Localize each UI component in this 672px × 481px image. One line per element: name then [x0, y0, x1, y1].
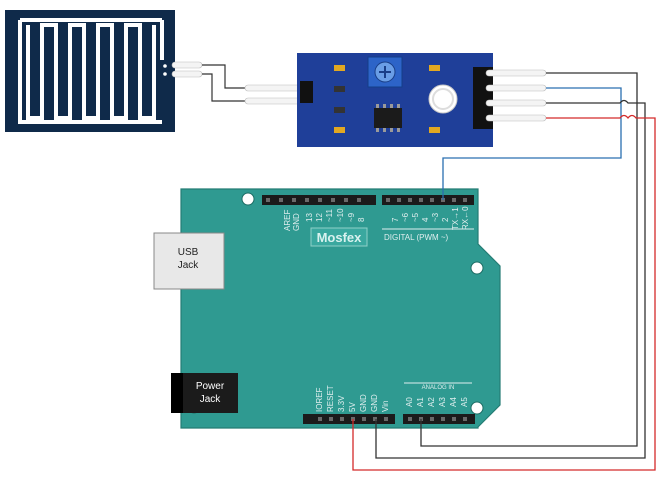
pin-label-vin: Vin — [381, 401, 390, 412]
pin-label-3: ~3 — [431, 212, 440, 222]
power-pin-labels: IOREF RESET 3.3V 5V GND GND Vin — [315, 385, 390, 412]
module-mount-hole-ring — [432, 88, 454, 110]
pin-label-4: 4 — [421, 217, 430, 222]
arduino-board: AREF GND 13 12 ~11 ~10 ~9 8 7 ~6 ~5 4 ~3… — [153, 188, 501, 429]
module-output-pin-3 — [485, 99, 547, 107]
pin-label-a2: A2 — [427, 397, 436, 407]
rain-pad-contact-1 — [163, 64, 167, 68]
wire-pad-to-module-2 — [202, 73, 245, 102]
wire-pad-to-module-1 — [202, 64, 245, 89]
pin-label-rx: RX←0 — [461, 206, 470, 230]
arduino-mount-hole — [470, 401, 484, 415]
module-output-pin-1 — [485, 69, 547, 77]
potentiometer-slot — [379, 66, 391, 78]
digital-header-right — [382, 195, 474, 205]
sensor-module — [244, 53, 547, 147]
pin-label-12: 12 — [315, 213, 324, 222]
usb-jack — [153, 232, 225, 290]
power-jack-label: Power — [196, 381, 225, 392]
ic-pins — [376, 104, 400, 132]
analog-header — [403, 414, 475, 424]
pin-label-2: 2 — [441, 217, 450, 222]
module-resistor — [334, 107, 345, 113]
module-resistor — [334, 65, 345, 71]
pin-label-11: ~11 — [325, 208, 334, 222]
digital-header-left-holes — [266, 198, 361, 202]
module-resistor — [334, 127, 345, 133]
pin-label-a3: A3 — [438, 397, 447, 407]
rain-pad-traces — [18, 18, 164, 124]
arduino-pcb — [180, 188, 501, 429]
watermark-box — [310, 227, 368, 247]
pin-label-aref: AREF — [283, 210, 292, 231]
watermark-text: Mosfex — [317, 230, 363, 245]
pin-label-8: 8 — [357, 217, 366, 222]
arduino-mount-hole — [470, 261, 484, 275]
pin-label-gnd: GND — [292, 213, 301, 231]
pin-label-5: ~5 — [411, 212, 420, 222]
module-input-header — [300, 81, 313, 103]
module-input-pin-1 — [244, 84, 304, 92]
wire-vcc-to-5v — [352, 114, 656, 471]
usb-jack-label: Jack — [178, 260, 200, 271]
pin-label-ioref: IOREF — [315, 387, 324, 412]
module-output-pin-4 — [485, 114, 547, 122]
pin-label-a0: A0 — [405, 397, 414, 407]
pin-label-3v3: 3.3V — [337, 395, 346, 412]
digital-label: DIGITAL (PWM ~) — [384, 233, 449, 242]
top-left-pin-labels: AREF GND 13 12 ~11 ~10 ~9 8 — [283, 208, 366, 231]
analog-pin-labels: A0 A1 A2 A3 A4 A5 — [405, 397, 469, 407]
pin-label-gnd: GND — [359, 394, 368, 412]
wire-gnd-to-gnd — [375, 99, 646, 459]
comparator-ic — [374, 108, 402, 128]
module-output-pin-2 — [485, 84, 547, 92]
top-right-pin-labels: 7 ~6 ~5 4 ~3 2 TX→1 RX←0 — [391, 206, 470, 230]
wire-a0-to-analog — [420, 72, 638, 447]
power-header — [303, 414, 395, 424]
pin-label-7: 7 — [391, 217, 400, 222]
pin-label-tx: TX→1 — [451, 207, 460, 230]
power-jack-label: Jack — [200, 394, 222, 405]
module-output-header — [473, 67, 493, 129]
pin-label-13: 13 — [305, 213, 314, 222]
pin-label-a5: A5 — [460, 397, 469, 407]
arduino-mount-hole — [241, 192, 255, 206]
rain-pad-board — [5, 10, 175, 132]
rain-pad-contact-2 — [163, 72, 167, 76]
pin-label-reset: RESET — [326, 385, 335, 412]
pin-label-gnd: GND — [370, 394, 379, 412]
power-jack-barrel — [171, 373, 183, 413]
rain-pad-pin-2 — [171, 70, 203, 78]
pin-label-5v: 5V — [348, 402, 357, 412]
module-led — [429, 127, 440, 133]
pin-label-a1: A1 — [416, 397, 425, 407]
module-resistor — [334, 86, 345, 92]
module-input-pin-2 — [244, 97, 304, 105]
pin-label-10: ~10 — [336, 208, 345, 222]
rain-pad-pin-1 — [171, 61, 203, 69]
usb-jack-label: USB — [178, 247, 199, 258]
rain-sensor-pad — [5, 10, 203, 132]
pin-label-a4: A4 — [449, 397, 458, 407]
pin-label-6: ~6 — [401, 212, 410, 222]
pin-label-9: ~9 — [347, 212, 356, 222]
wire-d0-to-digital-2 — [442, 87, 622, 200]
analog-label: ANALOG IN — [422, 385, 455, 391]
module-led — [429, 65, 440, 71]
